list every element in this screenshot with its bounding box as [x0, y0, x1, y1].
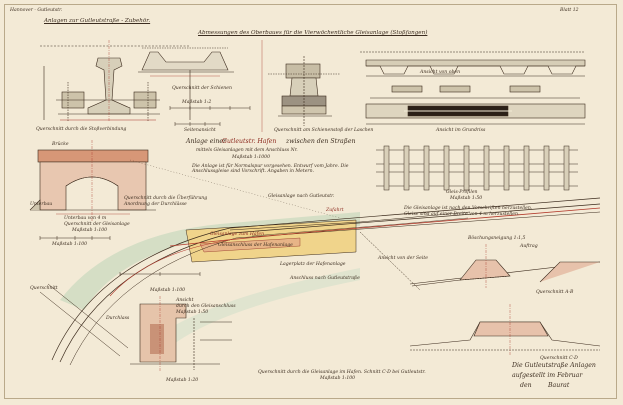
section-note-1: Unterbau von 4 m — [64, 216, 107, 221]
main-title-pre: Anlage einer — [186, 138, 226, 145]
track-ladder-plan — [376, 145, 578, 191]
bottom-detail-3: Maßstab 1:50 — [176, 310, 209, 315]
rail-title: Abmessungen des Oberbaues für die Vierwö… — [198, 30, 428, 36]
yard-label: Lagerplatz der Hafenanlage — [280, 262, 346, 267]
main-title-post: zwischen den Straßen — [286, 138, 356, 145]
culvert-section-label: Querschnitt durch die Überführung — [124, 196, 208, 201]
rail-cross-section-label: Querschnitt der Schienen — [172, 86, 232, 91]
culvert-section — [29, 140, 156, 222]
sheet-border — [4, 4, 617, 399]
right-notes-2: Gleise sind auf einer Breite von 4 m her… — [404, 212, 520, 217]
embank-note-1: Böschungsneigung 1:1,5 — [468, 236, 526, 241]
rail-support-label: Querschnitt am Schienenstoß der Laschen — [274, 128, 374, 133]
section-b-label: Querschnitt C-D — [540, 356, 578, 361]
gleis-scale-label: Maßstab 1:50 — [450, 196, 483, 201]
bottom-detail-2: durch den Gleisanschluss — [176, 304, 236, 309]
left-scale-label: Maßstab 1:100 — [52, 242, 88, 247]
signature-line-4: Baurat — [548, 382, 570, 389]
bottom-center-scale: Maßstab 1:100 — [320, 376, 356, 381]
gleis-profile-label: Gleis-Profilen — [446, 190, 478, 195]
embank-note-2: Auftrag — [520, 244, 538, 249]
rail-joint-label: Querschnitt durch die Stoßverbindung — [36, 127, 127, 132]
red-label-2: Zufahrt — [326, 208, 344, 213]
plan-top-label: Ansicht von oben — [420, 70, 461, 75]
top-title: Anlagen zur Gutleutstraße - Zubehör. — [44, 18, 151, 24]
right-notes-1: Die Gleisanlage ist nach den Vorschrifte… — [404, 206, 533, 211]
bottom-detail-1: Ansicht — [176, 298, 194, 303]
section-a-label: Querschnitt A-B — [536, 290, 574, 295]
main-title-word: Gutleutstr. Hafen — [222, 138, 277, 145]
rail-cross-scale-label: Maßstab 1:2 — [182, 100, 212, 105]
sleeper-profile — [138, 47, 234, 77]
main-notes: Die Anlage ist für Normalspur vorgesehen… — [192, 164, 349, 174]
red-label-1: Gleisanlage zum Hafen — [210, 232, 265, 237]
culvert-note-label: Anordnung der Durchlässe — [124, 202, 187, 207]
signature-line-2: aufgestellt im Februar — [512, 372, 583, 379]
bridge-small-label: Durchlass — [106, 316, 130, 321]
main-subtitle: mittels Gleisanlagen mit dem Anschluss N… — [196, 148, 298, 153]
signature-line-1: Die Gutleutstraße Anlagen — [512, 362, 596, 369]
left-scale-bar — [39, 236, 111, 240]
bottom-center-label: Querschnitt durch die Gleisanlage im Haf… — [258, 370, 426, 375]
right-view-label: Ansicht von der Seite — [378, 256, 428, 261]
scale-bars — [169, 106, 251, 126]
track-label-a: Gleisanlage nach Gutleutstr. — [268, 194, 335, 199]
culvert-name-label: Brücke — [52, 142, 69, 147]
bottom-label: Anschluss nach Gutleutstraße — [290, 276, 360, 281]
rail-side-elevation — [360, 51, 586, 125]
rail-profile-detail — [40, 40, 191, 122]
embankment-sections — [409, 244, 601, 356]
bottom-scale-label: Maßstab 1:20 — [166, 378, 199, 383]
plan-bottom-label: Ansicht im Grundriss — [436, 128, 486, 133]
left-small-label-1: Unterbau — [30, 202, 53, 207]
header-right-note: Blatt 12 — [560, 8, 579, 13]
track-label-b: Gleisanschluss der Hafenanlage — [218, 243, 293, 248]
rail-side-label: Seitenansicht — [184, 128, 216, 133]
signature-line-3: den — [520, 382, 532, 389]
pier-detail — [130, 296, 232, 372]
culvert-scale-label: Maßstab 1:100 — [72, 228, 108, 233]
rail-joint-detail — [261, 40, 340, 132]
site-plan — [39, 159, 601, 366]
header-left-note: Hannover - Gutleutstr. — [10, 8, 63, 13]
main-scale: Maßstab 1:1000 — [232, 155, 271, 160]
section-note-2: Querschnitt der Gleisanlage — [64, 222, 130, 227]
left-small-label-2: Querschnitt — [30, 286, 58, 291]
mid-scale-label: Maßstab 1:100 — [150, 288, 186, 293]
